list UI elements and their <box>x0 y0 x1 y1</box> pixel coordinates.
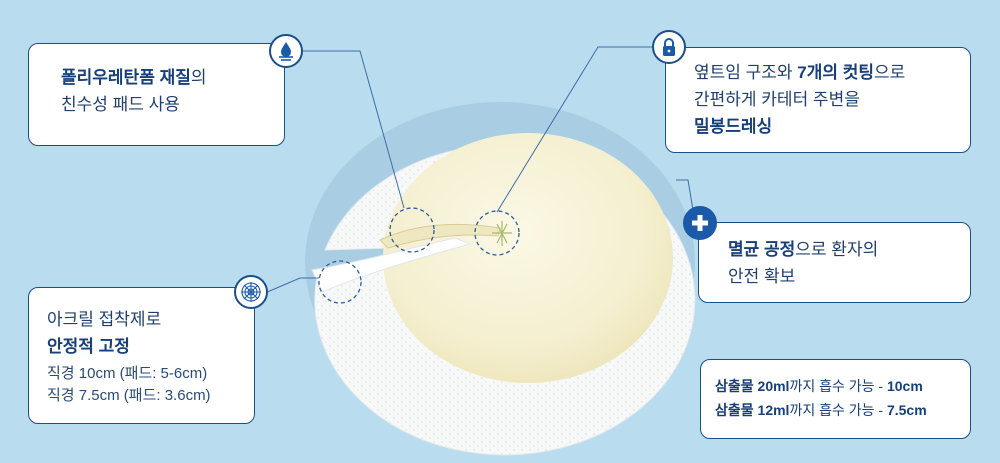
spider-web-badge <box>234 275 268 309</box>
size-spec-10cm: 직경 10cm (패드: 5-6cm) <box>47 365 208 382</box>
lock-badge <box>652 30 686 64</box>
sterile-desc: 안전 확보 <box>728 267 796 286</box>
seal-highlight: 7개의 컷팅 <box>797 63 875 82</box>
absorption-row-10cm: 삼출물 20ml까지 흡수 가능 - 10cm <box>715 378 923 394</box>
callout-circle-pad <box>389 207 435 253</box>
size-spec-7-5cm: 직경 7.5cm (패드: 3.6cm) <box>47 387 211 404</box>
spider-web-icon <box>241 282 261 302</box>
adhesive-desc: 아크릴 접착제로 <box>47 310 162 329</box>
medical-cross-icon <box>692 215 708 231</box>
callout-circle-cut <box>474 210 520 256</box>
adhesive-title: 안정적 고정 <box>47 337 130 356</box>
material-title: 폴리우레탄폼 재질 <box>61 68 191 87</box>
medical-cross-badge <box>683 206 717 240</box>
seal-title: 밀봉드레싱 <box>694 117 773 136</box>
callout-circle-adhesive <box>318 260 362 304</box>
star-cut <box>492 221 512 246</box>
feature-card-sterile: 멸균 공정으로 환자의 안전 확보 <box>698 222 971 303</box>
water-drop-icon <box>279 42 293 61</box>
absorption-card: 삼출물 20ml까지 흡수 가능 - 10cm 삼출물 12ml까지 흡수 가능… <box>700 359 971 439</box>
feature-card-material: 폴리우레탄폼 재질의 친수성 패드 사용 <box>28 43 285 146</box>
lock-icon <box>663 38 675 56</box>
absorption-row-7-5cm: 삼출물 12ml까지 흡수 가능 - 7.5cm <box>715 402 927 418</box>
sterile-title: 멸균 공정 <box>728 240 796 259</box>
seal-line2: 간편하게 카테터 주변을 <box>694 90 860 109</box>
feature-card-seal: 옆트임 구조와 7개의 컷팅으로 간편하게 카테터 주변을 밀봉드레싱 <box>665 47 971 153</box>
foam-pad <box>383 133 673 383</box>
catheter-tube <box>379 223 501 249</box>
water-drop-badge <box>269 34 303 68</box>
feature-card-adhesive: 아크릴 접착제로 안정적 고정 직경 10cm (패드: 5-6cm) 직경 7… <box>28 287 255 424</box>
material-desc: 친수성 패드 사용 <box>61 95 180 114</box>
